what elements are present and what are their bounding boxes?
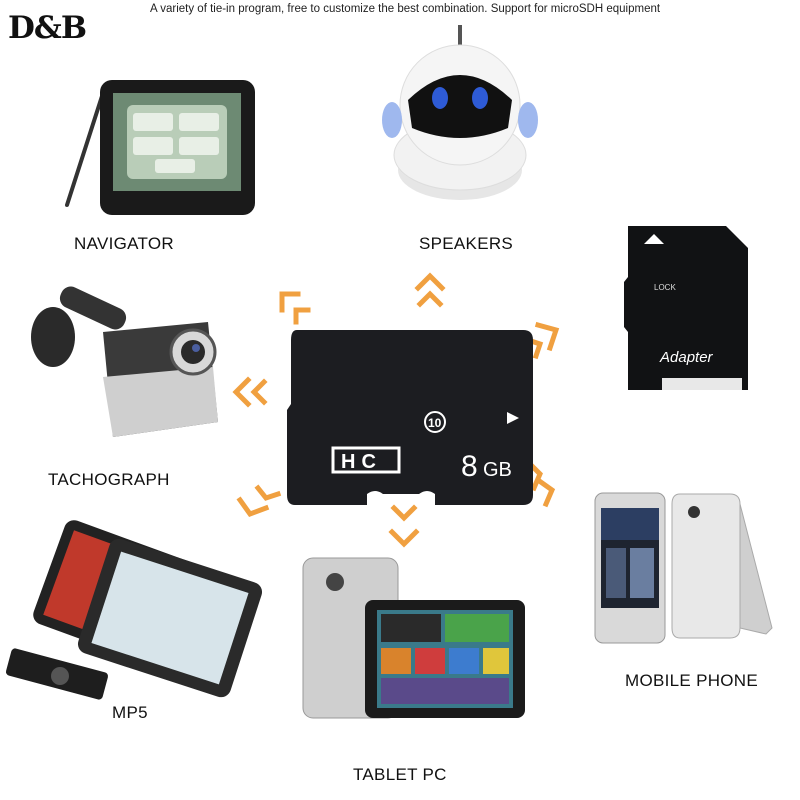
card-class-mark: 10 (428, 416, 442, 430)
tablet-image (302, 557, 525, 719)
label-speakers: SPEAKERS (419, 234, 514, 253)
adapter-label: Adapter (659, 349, 714, 366)
navigator-image (65, 80, 255, 215)
microsd-card-image: 10 HC 8 GB (287, 330, 533, 505)
tagline: A variety of tie-in program, free to cus… (150, 3, 661, 15)
sd-adapter-image: LOCK Adapter (624, 226, 748, 390)
dashcam-image (31, 286, 218, 437)
card-capacity-number: 8 (461, 450, 478, 483)
label-mobile-phone: MOBILE PHONE (625, 671, 759, 690)
mp5-player-image (5, 520, 263, 700)
label-tablet-pc: TABLET PC (353, 765, 447, 784)
speaker-robot-image (382, 25, 538, 200)
label-tachograph: TACHOGRAPH (48, 470, 170, 489)
label-navigator: NAVIGATOR (74, 234, 174, 253)
label-mp5: MP5 (112, 703, 148, 722)
card-hc-mark: HC (341, 451, 382, 473)
brand-logo: D&B (8, 10, 87, 46)
mobile-phone-image (594, 492, 773, 644)
card-capacity-unit: GB (483, 459, 512, 481)
adapter-lock-text: LOCK (654, 283, 676, 292)
